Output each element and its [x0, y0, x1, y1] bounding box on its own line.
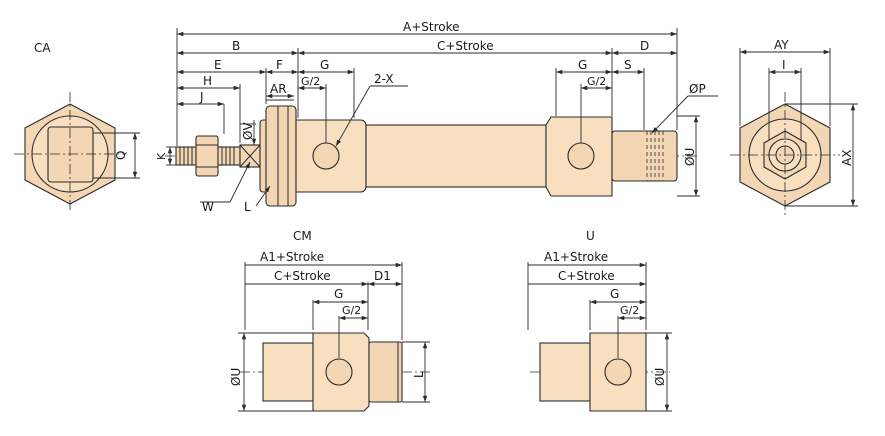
dim-ay-label: AY: [774, 38, 789, 52]
cm-barrel: [262, 342, 314, 402]
cm-view-title: CM: [293, 229, 312, 243]
dim-ar-label: AR: [270, 82, 287, 96]
dim-g-rear-label: G: [578, 58, 587, 72]
main-side-view: A+Stroke B C+Stroke D E F G G/2 2-X G G/…: [155, 20, 718, 214]
cm-port: [325, 358, 353, 386]
u-view: U A1+Stroke C+Stroke G G/2 ØU: [527, 229, 672, 412]
cm-dim-g-label: G: [334, 287, 343, 301]
leader-phi-p: [651, 95, 689, 134]
ca-end-view: CA Q: [14, 41, 140, 210]
leader-w: [229, 161, 251, 203]
u-dim-g-label: G: [610, 287, 619, 301]
cm-dim-c-stroke-label: C+Stroke: [274, 269, 331, 283]
u-dim-a1-stroke-label: A1+Stroke: [544, 250, 608, 264]
dim-c-stroke-label: C+Stroke: [437, 39, 494, 53]
cm-dim-l-label: L: [412, 371, 426, 378]
dim-g-front-label: G: [320, 58, 329, 72]
rear-end-view: AY I AX: [730, 38, 858, 216]
dim-ax-label: AX: [840, 150, 854, 166]
dim-h-label: H: [203, 74, 212, 88]
dim-phi-u-label: ØU: [683, 148, 697, 166]
front-port: [312, 142, 340, 170]
leader-2x-label: 2-X: [374, 72, 394, 86]
dim-f-label: F: [276, 58, 283, 72]
u-barrel: [539, 342, 591, 402]
dim-a-stroke-label: A+Stroke: [403, 20, 460, 34]
dim-b-label: B: [232, 39, 240, 53]
dim-k-label: K: [155, 152, 168, 160]
u-view-title: U: [586, 229, 595, 243]
u-port: [604, 358, 632, 386]
cm-spigot: [368, 341, 403, 403]
dim-g-half-front-label: G/2: [301, 75, 320, 88]
u-dim-c-stroke-label: C+Stroke: [558, 269, 615, 283]
cm-dim-a1-stroke-label: A1+Stroke: [260, 250, 324, 264]
leader-l: [255, 185, 271, 207]
leader-w-label: W: [202, 200, 214, 214]
leader-2x: [335, 85, 371, 147]
dim-e-label: E: [214, 58, 222, 72]
ca-view-title: CA: [34, 41, 51, 55]
front-ring-nut: [265, 105, 297, 207]
ca-clevis-slot: [47, 126, 94, 183]
rear-spigot: [611, 130, 678, 182]
dim-j-label: J: [199, 90, 204, 104]
ca-q-label: Q: [114, 151, 128, 160]
rod-thread: [175, 146, 197, 166]
rod-nut: [195, 135, 219, 177]
dim-phi-v-label: ØV: [241, 122, 255, 140]
dim-g-half-rear-label: G/2: [587, 75, 606, 88]
cm-view: CM A1+Stroke C+Stroke D1 G G/2 ØU L: [229, 229, 430, 412]
rod-thread-rear: [217, 146, 241, 166]
rear-port: [567, 142, 595, 170]
u-dim-phi-u-label: ØU: [653, 368, 667, 386]
cm-dim-d1-label: D1: [374, 269, 391, 283]
barrel-tube: [365, 124, 547, 188]
cm-dim-g-half-label: G/2: [342, 304, 361, 317]
u-dim-g-half-label: G/2: [620, 304, 639, 317]
leader-l-label: L: [244, 200, 251, 214]
dim-d-label: D: [640, 39, 649, 53]
leader-phi-p-label: ØP: [689, 82, 706, 96]
cm-dim-phi-u-label: ØU: [229, 368, 243, 386]
dim-i-label: I: [782, 58, 786, 72]
dim-s-label: S: [624, 58, 632, 72]
